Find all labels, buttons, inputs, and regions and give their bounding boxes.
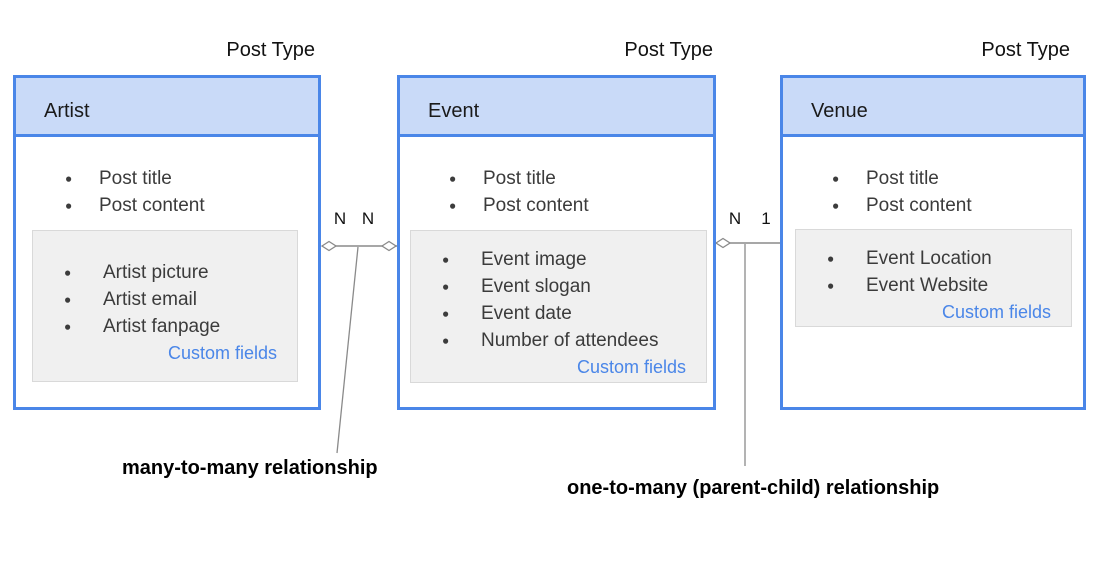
custom-field-list: Event image Event slogan Event date Numb… — [411, 246, 706, 354]
custom-fields-panel: Event Location Event Website Custom fiel… — [795, 229, 1072, 327]
entity-box-artist: Artist Post title Post content Artist pi… — [13, 75, 321, 410]
entity-header-event: Event — [400, 78, 713, 137]
custom-field-list: Event Location Event Website — [796, 245, 1071, 299]
custom-field-list: Artist picture Artist email Artist fanpa… — [33, 259, 297, 340]
field-item: Post content — [400, 192, 713, 219]
diamond-endpoint-icon — [320, 240, 338, 252]
cardinality-marker: 1 — [761, 209, 771, 228]
custom-fields-panel: Event image Event slogan Event date Numb… — [410, 230, 707, 383]
post-type-caption-artist: Post Type — [226, 39, 315, 61]
diamond-endpoint-icon — [714, 237, 732, 249]
entity-header-artist: Artist — [16, 78, 318, 137]
field-item: Event Website — [796, 272, 1071, 299]
custom-fields-link[interactable]: Custom fields — [576, 357, 686, 377]
field-item: Post title — [16, 165, 318, 192]
field-item: Number of attendees — [411, 327, 706, 354]
cardinality-marker: N — [361, 209, 375, 228]
many-to-many-relationship-label: many-to-many relationship — [122, 457, 378, 479]
one-to-many-relationship-label: one-to-many (parent-child) relationship — [567, 477, 940, 499]
cardinality-marker: N — [333, 209, 347, 228]
field-item: Artist email — [33, 286, 297, 313]
entity-title: Event — [428, 99, 480, 122]
field-item: Event date — [411, 300, 706, 327]
field-item: Post content — [783, 192, 1083, 219]
custom-fields-panel: Artist picture Artist email Artist fanpa… — [32, 230, 298, 382]
field-item: Event Location — [796, 245, 1071, 272]
default-field-list: Post title Post content — [400, 165, 713, 219]
entity-box-venue: Venue Post title Post content Event Loca… — [780, 75, 1086, 410]
default-field-list: Post title Post content — [783, 165, 1083, 219]
entity-title: Venue — [811, 99, 868, 122]
field-item: Post title — [783, 165, 1083, 192]
field-item: Artist picture — [33, 259, 297, 286]
entity-box-event: Event Post title Post content Event imag… — [397, 75, 716, 410]
entity-title: Artist — [44, 99, 90, 122]
field-item: Post title — [400, 165, 713, 192]
post-type-caption-event: Post Type — [624, 39, 713, 61]
field-item: Post content — [16, 192, 318, 219]
custom-fields-link[interactable]: Custom fields — [941, 302, 1051, 322]
post-type-caption-venue: Post Type — [981, 39, 1070, 61]
diamond-endpoint-icon — [380, 240, 398, 252]
field-item: Event image — [411, 246, 706, 273]
many-to-many-callout-line — [336, 246, 359, 454]
field-item: Artist fanpage — [33, 313, 297, 340]
custom-fields-link[interactable]: Custom fields — [167, 343, 277, 363]
cardinality-marker: N — [728, 209, 742, 228]
entity-header-venue: Venue — [783, 78, 1083, 137]
field-item: Event slogan — [411, 273, 706, 300]
default-field-list: Post title Post content — [16, 165, 318, 219]
